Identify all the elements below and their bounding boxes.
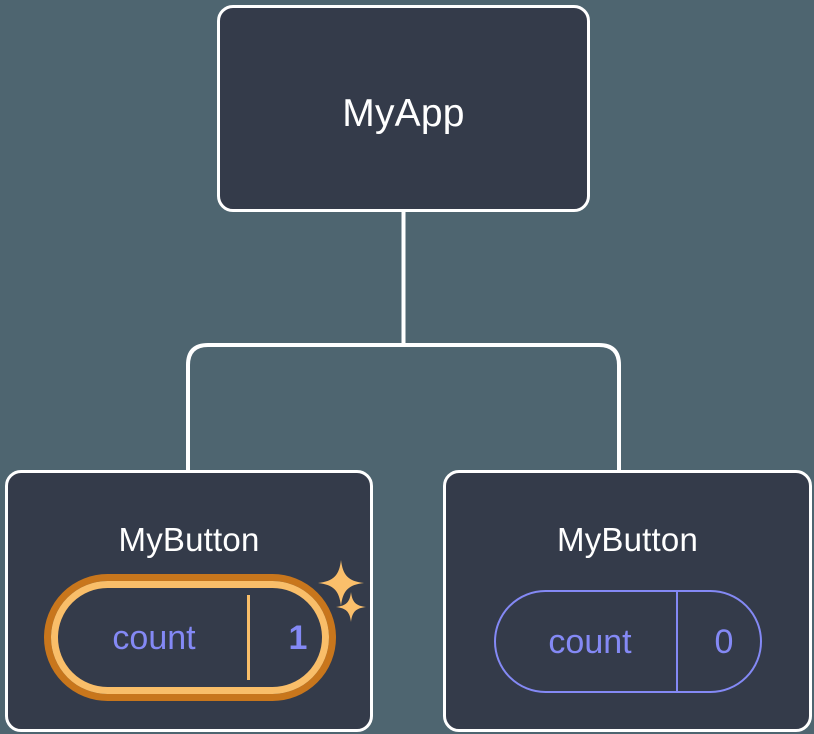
connector-bracket	[186, 343, 621, 470]
state-pill-highlighted[interactable]: count 1	[44, 574, 336, 701]
state-value-label: 1	[247, 595, 346, 680]
state-value-label: 0	[676, 592, 770, 691]
state-key-label: count	[112, 618, 196, 657]
component-node-label: MyButton	[118, 521, 260, 558]
component-node-label: MyButton	[557, 521, 698, 558]
state-pill[interactable]: count 0	[494, 590, 762, 693]
component-node-label: MyApp	[342, 92, 465, 135]
state-key-label: count	[548, 622, 632, 661]
component-node-myapp[interactable]: MyApp	[217, 5, 590, 212]
